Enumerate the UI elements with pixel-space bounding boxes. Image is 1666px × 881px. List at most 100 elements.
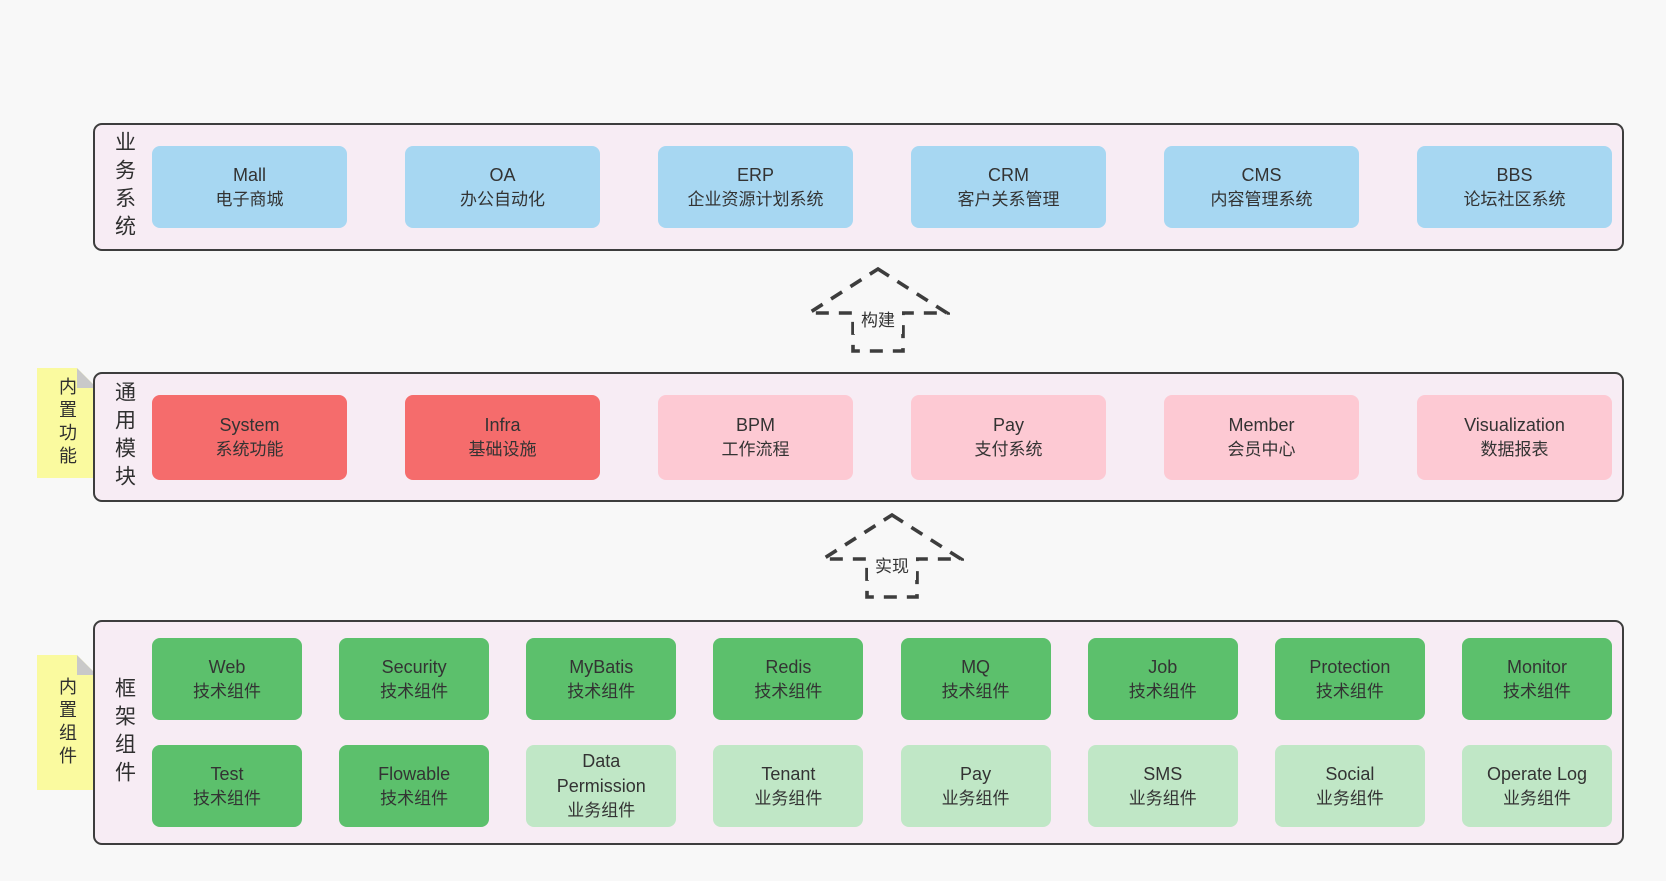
band-row: System 系统功能 Infra 基础设施 BPM 工作流程 Pay 支付系统 Member 会…: [152, 394, 1612, 480]
node-visualization: Visualization 数据报表: [1417, 394, 1612, 480]
node-subtitle: 技术组件: [567, 681, 636, 701]
node-title: Web: [208, 656, 246, 677]
node-title: CMS: [1241, 164, 1282, 185]
node-cms: CMS 内容管理系统: [1164, 146, 1359, 228]
node-mall: Mall 电子商城: [152, 146, 347, 228]
node-title: Mall: [232, 164, 266, 185]
node-subtitle: 技术组件: [1502, 681, 1571, 701]
sticky-note-built-in-components: 内置组件: [37, 655, 97, 790]
dashed-arrow-outline: [820, 512, 964, 599]
node-title: Visualization: [1464, 414, 1565, 435]
node-pay: Pay 支付系统: [911, 394, 1106, 480]
node-subtitle: 办公自动化: [460, 189, 545, 209]
node-oa: OA 办公自动化: [405, 146, 600, 228]
node-subtitle: 客户关系管理: [957, 189, 1060, 209]
node-title: Flowable: [378, 763, 451, 784]
arrow-label-backdrop: [868, 553, 916, 580]
node-title: System: [219, 414, 280, 435]
node-pay: Pay 业务组件: [900, 745, 1051, 827]
node-subtitle: 技术组件: [754, 681, 823, 701]
node-protection: Protection 技术组件: [1274, 638, 1425, 720]
node-mq: MQ 技术组件: [900, 638, 1051, 720]
dashed-arrow-outline: [806, 266, 950, 353]
band-label-common-modules: 通用模块: [112, 381, 136, 493]
node-title: Tenant: [761, 763, 816, 784]
node-subtitle: 业务组件: [567, 801, 636, 821]
node-title: Redis: [765, 656, 812, 677]
node-infra: Infra 基础设施: [405, 394, 600, 480]
node-subtitle: 电子商城: [215, 189, 284, 209]
node-bpm: BPM 工作流程: [658, 394, 853, 480]
node-title: Pay: [992, 414, 1025, 435]
arrow-label-backdrop: [854, 307, 902, 334]
node-subtitle: 业务组件: [941, 788, 1010, 808]
node-member: Member 会员中心: [1164, 394, 1359, 480]
node-tenant: Tenant 业务组件: [713, 745, 864, 827]
band-rows-common-modules: System 系统功能 Infra 基础设施 BPM 工作流程 Pay 支付系统 Member 会…: [152, 374, 1612, 500]
node-web: Web 技术组件: [152, 638, 302, 720]
build-up-arrow-icon: 构建: [806, 266, 950, 353]
node-subtitle: 业务组件: [1315, 788, 1384, 808]
node-subtitle: 系统功能: [215, 439, 284, 459]
node-subtitle: 技术组件: [193, 681, 261, 701]
node-subtitle: 会员中心: [1227, 439, 1296, 459]
node-title: MQ: [961, 656, 991, 677]
implement-up-arrow-icon: 实现: [820, 512, 964, 599]
sticky-note-label: 内置组件: [57, 676, 77, 769]
node-subtitle: 技术组件: [1128, 681, 1197, 701]
node-title: Test: [210, 763, 244, 784]
node-subtitle: 论坛社区系统: [1463, 189, 1566, 209]
node-subtitle: 内容管理系统: [1210, 189, 1313, 209]
band-common-modules: 通用模块 System 系统功能 Infra 基础设施 BPM 工作流程 Pay 支付系统 Me…: [93, 372, 1624, 502]
node-system: System 系统功能: [152, 394, 347, 480]
node-flowable: Flowable 技术组件: [339, 745, 490, 827]
node-title: SMS: [1143, 763, 1183, 784]
node-subtitle: 企业资源计划系统: [687, 189, 824, 209]
node-subtitle: 基础设施: [468, 439, 537, 459]
node-subtitle: 技术组件: [380, 788, 449, 808]
node-title: Pay: [960, 763, 992, 784]
node-sms: SMS 业务组件: [1087, 745, 1238, 827]
node-title: OA: [489, 164, 516, 185]
node-title: MyBatis: [569, 656, 634, 677]
node-title: CRM: [988, 164, 1029, 185]
node-subtitle: 技术组件: [1315, 681, 1384, 701]
node-subtitle: 技术组件: [193, 788, 261, 808]
build-arrow-label: 构建: [861, 311, 895, 330]
node-title: Monitor: [1506, 656, 1567, 677]
node-title: Social: [1325, 763, 1375, 784]
node-title: Data Permission: [556, 751, 646, 797]
node-subtitle: 业务组件: [1128, 788, 1197, 808]
node-title: Infra: [484, 414, 521, 435]
node-mybatis: MyBatis 技术组件: [526, 638, 677, 720]
node-subtitle: 支付系统: [974, 439, 1043, 459]
node-title: Protection: [1309, 656, 1391, 677]
node-subtitle: 业务组件: [754, 788, 823, 808]
node-subtitle: 工作流程: [721, 439, 790, 459]
node-test: Test 技术组件: [152, 745, 302, 827]
node-title: Security: [381, 656, 447, 677]
node-subtitle: 技术组件: [941, 681, 1010, 701]
node-title: BPM: [735, 414, 775, 435]
implement-arrow-label: 实现: [875, 557, 909, 576]
node-title: Member: [1228, 414, 1295, 435]
node-subtitle: 数据报表: [1480, 439, 1549, 459]
band-label-framework-components: 框架组件: [112, 676, 136, 789]
sticky-note-built-in-features: 内置功能: [37, 368, 97, 478]
node-crm: CRM 客户关系管理: [911, 146, 1106, 228]
node-subtitle: 技术组件: [380, 681, 449, 701]
node-security: Security 技术组件: [339, 638, 490, 720]
node-redis: Redis 技术组件: [713, 638, 864, 720]
node-data-permission: Data Permission 业务组件: [526, 745, 677, 827]
